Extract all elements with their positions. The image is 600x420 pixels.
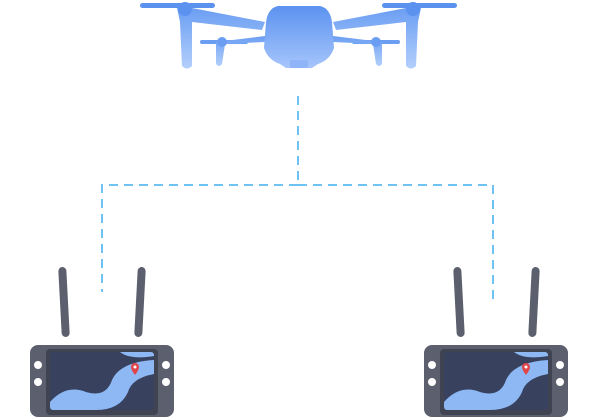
antenna-right-1 (453, 267, 465, 337)
location-pin-icon (522, 363, 530, 375)
motor-top-left (178, 2, 192, 16)
controller-button-right-4 (556, 378, 564, 386)
arm-rear-left (216, 36, 265, 66)
propeller-top-left (140, 3, 215, 8)
arm-front-right (333, 8, 421, 69)
arm-front-left (177, 8, 265, 69)
controller-button-left-3 (162, 361, 170, 369)
remote-controller-right (424, 267, 568, 417)
motor-top-right (406, 2, 420, 16)
controller-button-left-4 (162, 378, 170, 386)
controller-button-left-2 (34, 378, 42, 386)
controller-screen-left (50, 352, 154, 410)
controller-button-right-2 (428, 378, 436, 386)
controller-button-left-1 (34, 361, 42, 369)
controller-button-right-3 (556, 361, 564, 369)
drone-icon (140, 2, 457, 69)
arm-rear-right (333, 36, 382, 66)
antenna-left-1 (58, 267, 70, 337)
remote-controller-left (30, 267, 174, 417)
antenna-right-2 (528, 267, 540, 337)
propeller-top-right (382, 3, 457, 8)
drone-body (264, 6, 334, 68)
motor-rear-right (371, 37, 381, 47)
controller-screen-right (444, 352, 548, 410)
controller-button-right-1 (428, 361, 436, 369)
link-to-left-controller (101, 184, 298, 292)
location-pin-icon (131, 363, 139, 375)
connection-links (101, 96, 494, 300)
map-region-left (50, 360, 154, 410)
motor-rear-left (217, 37, 227, 47)
antenna-left-2 (134, 267, 146, 337)
link-to-right-controller (298, 184, 494, 300)
drone-camera (290, 60, 308, 68)
map-region-right (444, 360, 548, 410)
